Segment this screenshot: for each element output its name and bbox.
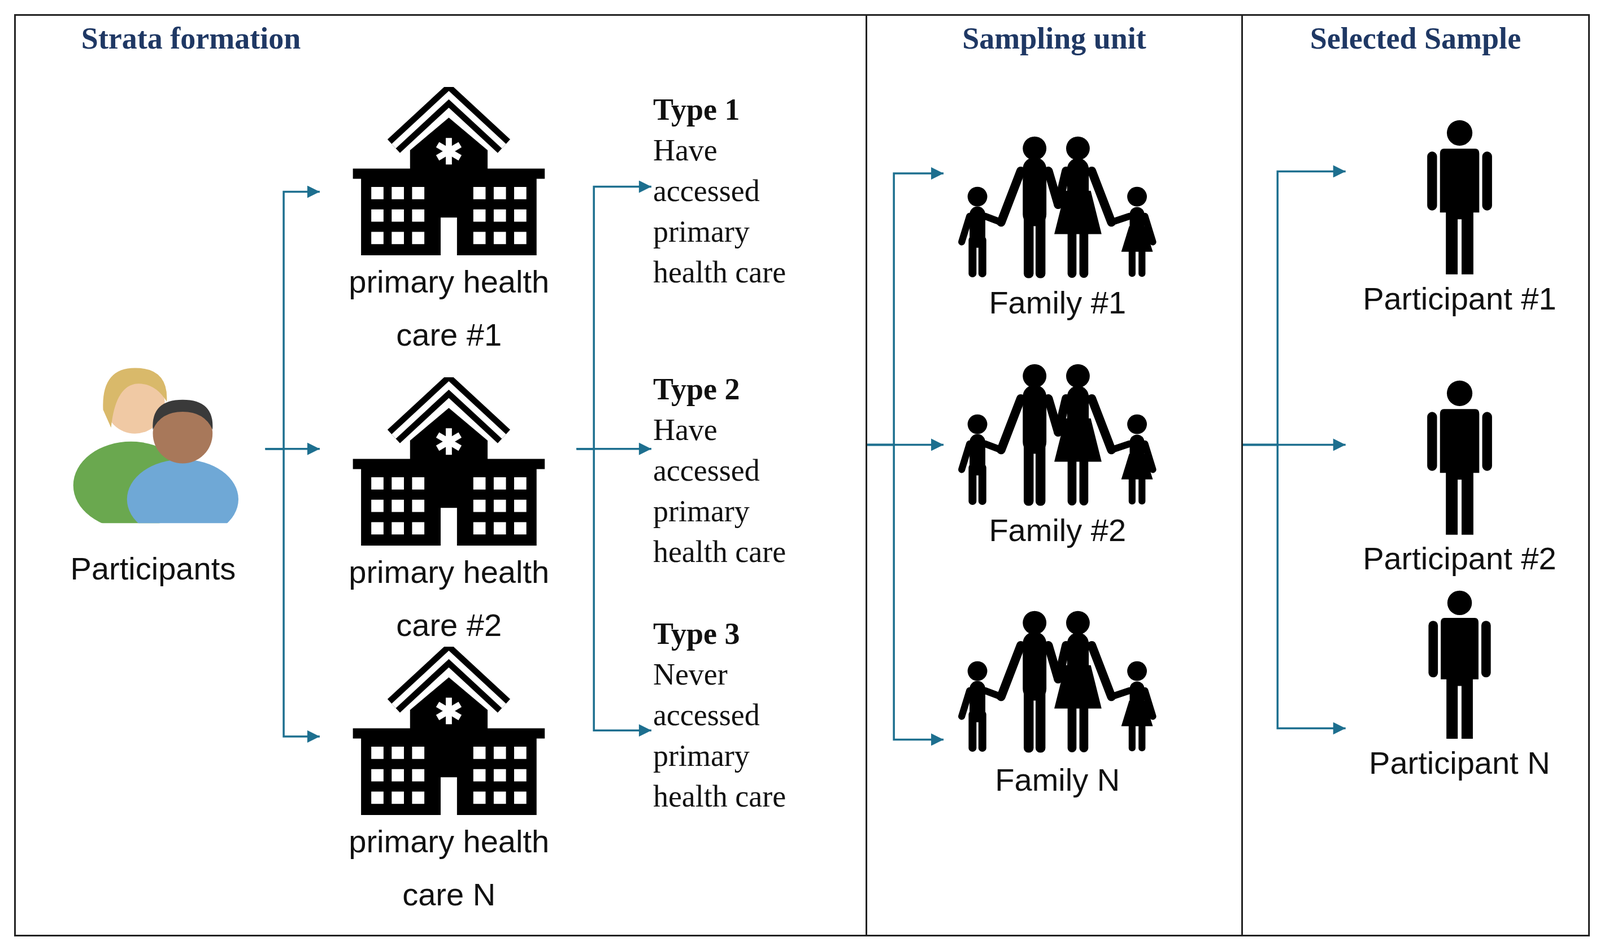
panel-heading: Strata formation bbox=[15, 15, 866, 57]
icon-label: primary health care N bbox=[330, 815, 568, 922]
icon-label: Participants bbox=[43, 549, 263, 588]
icon-node: Participant #1 bbox=[1347, 119, 1572, 318]
type-description: Never accessed primary health care bbox=[653, 654, 817, 818]
person-symbol bbox=[1427, 380, 1493, 536]
family-symbol bbox=[962, 364, 1154, 502]
icon-node: Family #1 bbox=[945, 135, 1170, 322]
branch-arrow bbox=[1242, 444, 1346, 729]
stage-panel: Strata formationParticipants primary heal… bbox=[14, 14, 868, 937]
family-symbol bbox=[962, 136, 1154, 274]
stage-panel: Selected SampleParticipant #1 Participant… bbox=[1242, 14, 1590, 937]
building-icon bbox=[345, 646, 552, 816]
icon-label: Family #1 bbox=[948, 283, 1168, 322]
type-description: Have accessed primary health care bbox=[653, 130, 817, 294]
family-symbol bbox=[962, 611, 1154, 749]
icon-node: Participants bbox=[40, 324, 265, 588]
branch-arrow bbox=[265, 192, 320, 450]
person-symbol bbox=[1428, 590, 1491, 739]
icon-label: Participant #2 bbox=[1349, 539, 1569, 578]
icon-label: Participant #1 bbox=[1349, 279, 1569, 318]
icon-node: Family #2 bbox=[945, 363, 1170, 550]
person-icon bbox=[1420, 119, 1499, 277]
branch-arrow bbox=[867, 173, 944, 445]
icon-node: primary health care N bbox=[321, 646, 577, 922]
type-heading: Type 3 bbox=[653, 614, 817, 655]
building-icon bbox=[345, 87, 552, 256]
icon-label: primary health care #1 bbox=[330, 255, 568, 362]
icon-label: Family N bbox=[948, 761, 1168, 799]
stage-panel: Sampling unitFamily #1 Family #2 Family N bbox=[867, 14, 1243, 937]
icon-node: Participant #2 bbox=[1347, 379, 1572, 578]
building-icon bbox=[345, 377, 552, 546]
branch-arrow bbox=[1242, 171, 1346, 445]
person-icon bbox=[1420, 589, 1499, 741]
icon-label: Family #2 bbox=[948, 511, 1168, 550]
type-heading: Type 2 bbox=[653, 369, 817, 411]
building-symbol bbox=[353, 385, 546, 547]
building-symbol bbox=[353, 655, 546, 816]
family-icon bbox=[953, 363, 1162, 507]
panel-heading: Sampling unit bbox=[867, 15, 1242, 57]
icon-label: Participant N bbox=[1349, 744, 1569, 782]
person-icon bbox=[1420, 379, 1499, 537]
branch-arrow bbox=[576, 187, 651, 450]
branch-arrow bbox=[867, 444, 944, 740]
type-text-node: Type 1Have accessed primary health care bbox=[653, 89, 817, 294]
type-heading: Type 1 bbox=[653, 89, 817, 131]
family-icon bbox=[953, 135, 1162, 279]
type-text-node: Type 3Never accessed primary health care bbox=[653, 614, 817, 818]
building-symbol bbox=[353, 94, 546, 256]
icon-node: primary health care #1 bbox=[321, 87, 577, 362]
people-icon bbox=[61, 324, 245, 524]
icon-node: Participant N bbox=[1347, 589, 1572, 782]
branch-arrow bbox=[265, 449, 320, 737]
people-symbol bbox=[73, 368, 239, 524]
icon-label: primary health care #2 bbox=[330, 545, 568, 652]
icon-node: Family N bbox=[945, 610, 1170, 799]
type-text-node: Type 2Have accessed primary health care bbox=[653, 369, 817, 573]
family-icon bbox=[953, 610, 1162, 754]
icon-node: primary health care #2 bbox=[321, 377, 577, 652]
person-symbol bbox=[1427, 120, 1493, 275]
panel-heading: Selected Sample bbox=[1242, 15, 1589, 57]
type-description: Have accessed primary health care bbox=[653, 410, 817, 573]
branch-arrow bbox=[576, 449, 651, 731]
